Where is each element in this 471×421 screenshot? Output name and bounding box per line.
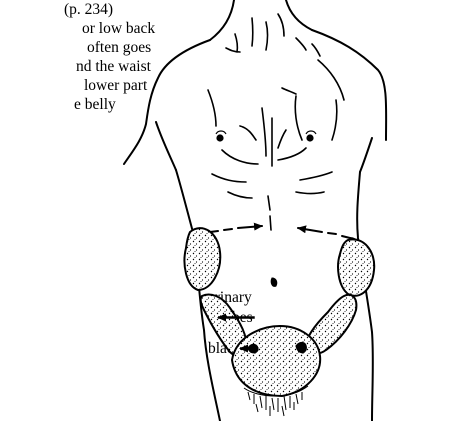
chest-sketch-lines (208, 14, 344, 230)
right-kidney (338, 239, 374, 295)
right-arm-inner (360, 138, 372, 172)
left-shoulder-arm (124, 40, 210, 164)
right-shoulder-arm (312, 30, 386, 140)
neck-left (210, 0, 234, 40)
right-flank (357, 172, 373, 421)
navel (271, 278, 277, 286)
neck-right (286, 0, 312, 30)
left-kidney (185, 228, 221, 290)
right-waist-arrow (298, 228, 350, 238)
left-arm-inner (156, 122, 176, 170)
left-waist-arrow (210, 226, 262, 232)
waist-pain-arrows (198, 226, 358, 242)
